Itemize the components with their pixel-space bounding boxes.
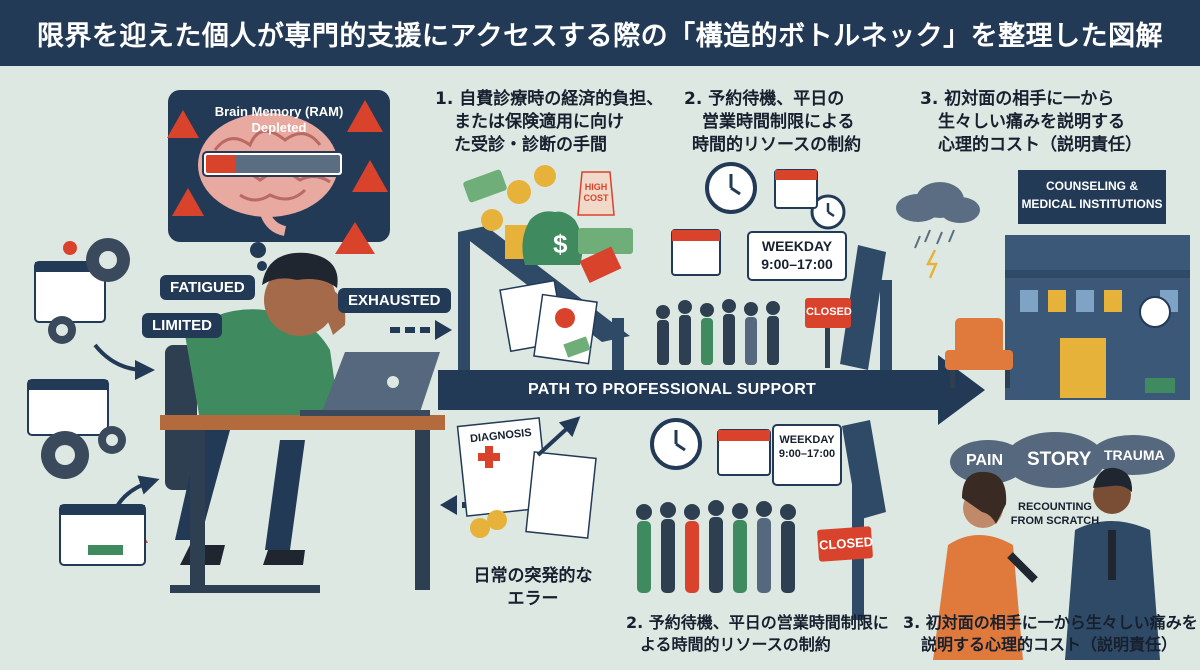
svg-text:$: $ bbox=[553, 229, 568, 259]
weekday-hours-bottom: WEEKDAY 9:00–17:00 bbox=[774, 433, 840, 462]
bottleneck3-bottom-line2: 説明する心理的コスト（説明責任） bbox=[921, 634, 1178, 654]
bottleneck2-top-caption: 2. 予約待機、平日の 営業時間制限による 時間的リソースの制約 bbox=[684, 88, 861, 157]
arrow-up-right bbox=[536, 416, 581, 457]
institution-line1: COUNSELING & bbox=[1045, 179, 1138, 193]
institution-building bbox=[1005, 170, 1190, 400]
pain-cloud-label: PAIN bbox=[966, 452, 1004, 469]
clock-icon bbox=[705, 162, 846, 230]
queue-people-top bbox=[656, 299, 780, 365]
bottleneck2-bottom-line1: 2. 予約待機、平日の営業時間制限に bbox=[626, 613, 889, 632]
brain-label: Brain Memory (RAM) Depleted bbox=[190, 104, 368, 137]
storm-clouds bbox=[896, 182, 980, 279]
hours-top: 9:00–17:00 bbox=[761, 255, 833, 272]
high-cost-label: HIGH COST bbox=[578, 182, 614, 204]
diagnosis-papers bbox=[456, 417, 597, 539]
title-banner: 限界を迎えた個人が専門的支援にアクセスする際の「構造的ボトルネック」を整理した図… bbox=[0, 0, 1200, 66]
brain-label-line2: Depleted bbox=[251, 120, 307, 136]
laptop bbox=[300, 352, 440, 416]
bottleneck1-line1: 1. 自費診療時の経済的負担、 bbox=[435, 89, 664, 109]
path-arrow bbox=[438, 355, 985, 425]
closed-sign-bottom bbox=[817, 526, 873, 562]
bottleneck3-bottom-caption: 3. 初対面の相手に一から生々しい痛みを 説明する心理的コスト（説明責任） bbox=[903, 612, 1198, 655]
bottleneck2-bottom-caption: 2. 予約待機、平日の営業時間制限に よる時間的リソースの制約 bbox=[626, 612, 889, 655]
bottleneck3-top-caption: 3. 初対面の相手に一から 生々しい痛みを説明する 心理的コスト（説明責任） bbox=[920, 88, 1142, 157]
institution-line2: MEDICAL INSTITUTIONS bbox=[1021, 197, 1163, 211]
hours-bottom: 9:00–17:00 bbox=[778, 448, 836, 461]
bottleneck3-bottom-line1: 3. 初対面の相手に一から生々しい痛みを bbox=[903, 613, 1198, 632]
bottleneck1-caption: 1. 自費診療時の経済的負担、 または保険適用に向け た受診・診断の手間 bbox=[435, 88, 663, 157]
trauma-cloud-label: TRAUMA bbox=[1104, 447, 1165, 463]
bottleneck1-line3: た受診・診断の手間 bbox=[454, 134, 607, 155]
high-cost-tag bbox=[577, 171, 615, 216]
bills-papers bbox=[499, 279, 598, 365]
ram-bar bbox=[202, 151, 344, 177]
institution-sign: COUNSELING & MEDICAL INSTITUTIONS bbox=[1018, 177, 1166, 213]
bottleneck1-line2: または保険適用に向け bbox=[454, 111, 624, 132]
closed-sign-top bbox=[805, 298, 851, 368]
errors-caption: 日常の突発的な エラー bbox=[468, 565, 598, 611]
bottleneck2-top-line1: 2. 予約待機、平日の bbox=[684, 89, 845, 109]
armchair bbox=[945, 318, 1013, 388]
recounting-line1: RECOUNTING bbox=[1018, 501, 1092, 513]
bottleneck3-top-line1: 3. 初対面の相手に一から bbox=[920, 89, 1115, 109]
path-label: PATH TO PROFESSIONAL SUPPORT bbox=[528, 381, 817, 398]
calendar-icons-bottom bbox=[717, 424, 842, 486]
dashed-arrow-to-path bbox=[390, 320, 452, 340]
brain-label-line1: Brain Memory (RAM) bbox=[214, 104, 344, 119]
weekday-hours-top: WEEKDAY 9:00–17:00 bbox=[750, 238, 844, 273]
errors-caption-line2: エラー bbox=[507, 588, 559, 609]
speech-clouds bbox=[950, 432, 1175, 488]
bottleneck3-top-line3: 心理的コスト（説明責任） bbox=[938, 134, 1142, 155]
weekday-bottom: WEEKDAY bbox=[779, 434, 835, 446]
queue-people-bottom bbox=[636, 500, 796, 593]
recounting-line2: FROM SCRATCH bbox=[1010, 515, 1100, 528]
weekday-top: WEEKDAY bbox=[761, 238, 833, 254]
browser-windows bbox=[27, 261, 146, 566]
bottleneck2-top-line3: 時間的リソースの制約 bbox=[692, 134, 862, 155]
interview-people bbox=[933, 467, 1160, 660]
high-label: HIGH bbox=[584, 182, 608, 192]
cost-label: COST bbox=[583, 192, 609, 203]
bottleneck2-top-line2: 営業時間制限による bbox=[702, 111, 855, 132]
limited-label: LIMITED bbox=[142, 313, 222, 338]
closed-top: CLOSED bbox=[806, 306, 852, 318]
bottleneck2-bottom-line2: よる時間的リソースの制約 bbox=[640, 634, 831, 654]
calendar-icons bbox=[671, 169, 847, 281]
bottleneck3-top-line2: 生々しい痛みを説明する bbox=[938, 111, 1125, 132]
page-title: 限界を迎えた個人が専門的支援にアクセスする際の「構造的ボトルネック」を整理した図… bbox=[36, 20, 1164, 52]
curved-arrows-left bbox=[93, 343, 160, 511]
fatigued-label: FATIGUED bbox=[160, 275, 255, 300]
recounting-label: RECOUNTING FROM SCRATCH bbox=[1010, 500, 1100, 529]
gear-icons bbox=[41, 238, 130, 479]
errors-caption-line1: 日常の突発的な bbox=[473, 566, 593, 586]
desk bbox=[160, 415, 445, 593]
money-pile: $ bbox=[463, 165, 633, 284]
story-cloud-label: STORY bbox=[1027, 449, 1092, 470]
brain-bubble bbox=[168, 90, 390, 271]
exhausted-label: EXHAUSTED bbox=[338, 288, 451, 313]
clock-icon-bottom bbox=[650, 418, 702, 470]
